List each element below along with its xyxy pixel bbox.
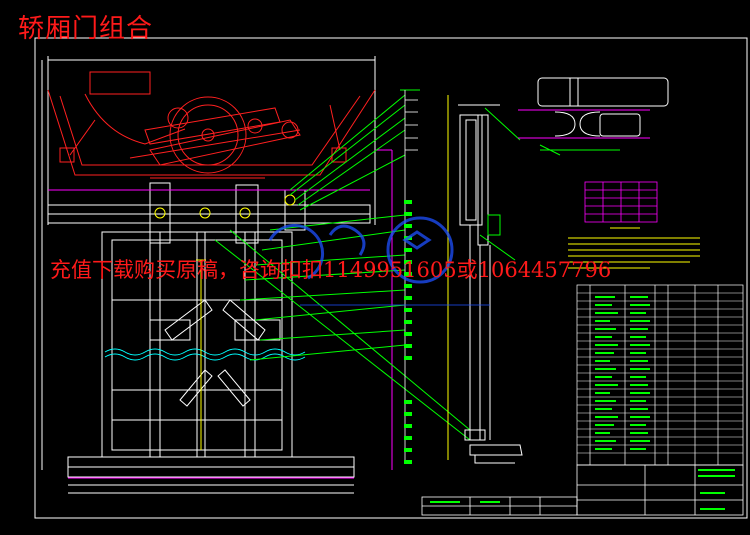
detail-view bbox=[518, 77, 669, 156]
parts-list-text-fill bbox=[595, 296, 650, 450]
parts-list-table bbox=[576, 284, 744, 466]
door-linkage-arms bbox=[149, 194, 296, 450]
watermark-logo-graphic bbox=[268, 216, 490, 306]
dimension-table bbox=[584, 181, 658, 223]
page-title: 轿厢门组合 bbox=[18, 14, 154, 44]
door-operator-mechanism bbox=[47, 71, 376, 179]
main-elevation-view bbox=[41, 56, 376, 494]
side-section-view bbox=[447, 95, 523, 464]
title-block-text-fill bbox=[430, 469, 735, 510]
technical-notes bbox=[568, 227, 700, 269]
sheet-border bbox=[34, 37, 748, 519]
leader-lines bbox=[214, 89, 471, 441]
dimension-lines bbox=[48, 149, 393, 479]
title-block bbox=[421, 464, 744, 516]
parts-list-rows bbox=[577, 292, 743, 454]
watermark-banner: 充值下载购买原稿，咨询扣扣1149951605或1064457796 bbox=[50, 258, 612, 282]
